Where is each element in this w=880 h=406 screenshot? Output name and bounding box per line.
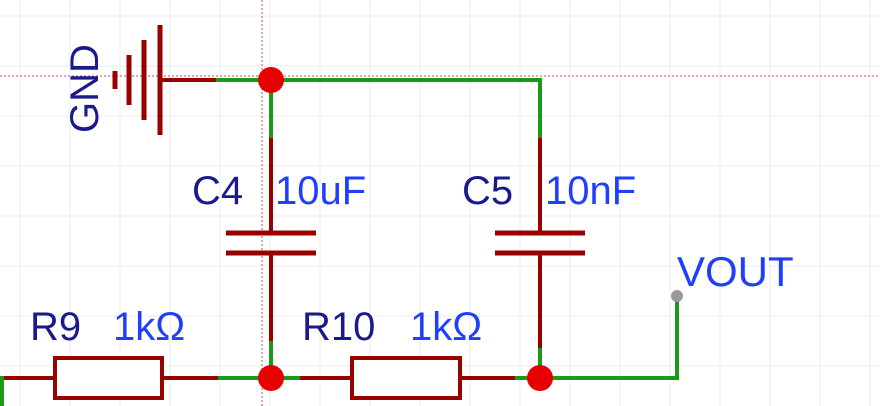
capacitor-c4[interactable]	[226, 138, 316, 343]
wire-vout[interactable]	[538, 296, 679, 380]
vout-net-anchor[interactable]	[671, 290, 683, 302]
junction-gnd[interactable]	[258, 67, 284, 93]
vout-net-label[interactable]: VOUT	[677, 248, 794, 295]
r9-body	[53, 356, 164, 400]
wire-gnd-top[interactable]	[216, 78, 542, 140]
r10-designator: R10	[302, 305, 375, 349]
c5-value: 10nF	[545, 169, 636, 213]
resistor-r10[interactable]	[300, 356, 515, 400]
c4-designator: C4	[192, 169, 243, 213]
capacitor-c5[interactable]	[495, 138, 585, 350]
r9-value: 1kΩ	[113, 305, 185, 349]
gnd-label: GND	[63, 44, 107, 133]
r9-designator: R9	[30, 305, 81, 349]
resistor-r9[interactable]	[10, 356, 218, 400]
gnd-symbol[interactable]: GND	[63, 25, 218, 135]
r10-body	[350, 356, 462, 400]
r10-value: 1kΩ	[410, 305, 482, 349]
junction-c4[interactable]	[258, 365, 284, 391]
c4-value: 10uF	[275, 169, 366, 213]
c5-designator: C5	[462, 169, 513, 213]
junction-c5[interactable]	[527, 365, 553, 391]
